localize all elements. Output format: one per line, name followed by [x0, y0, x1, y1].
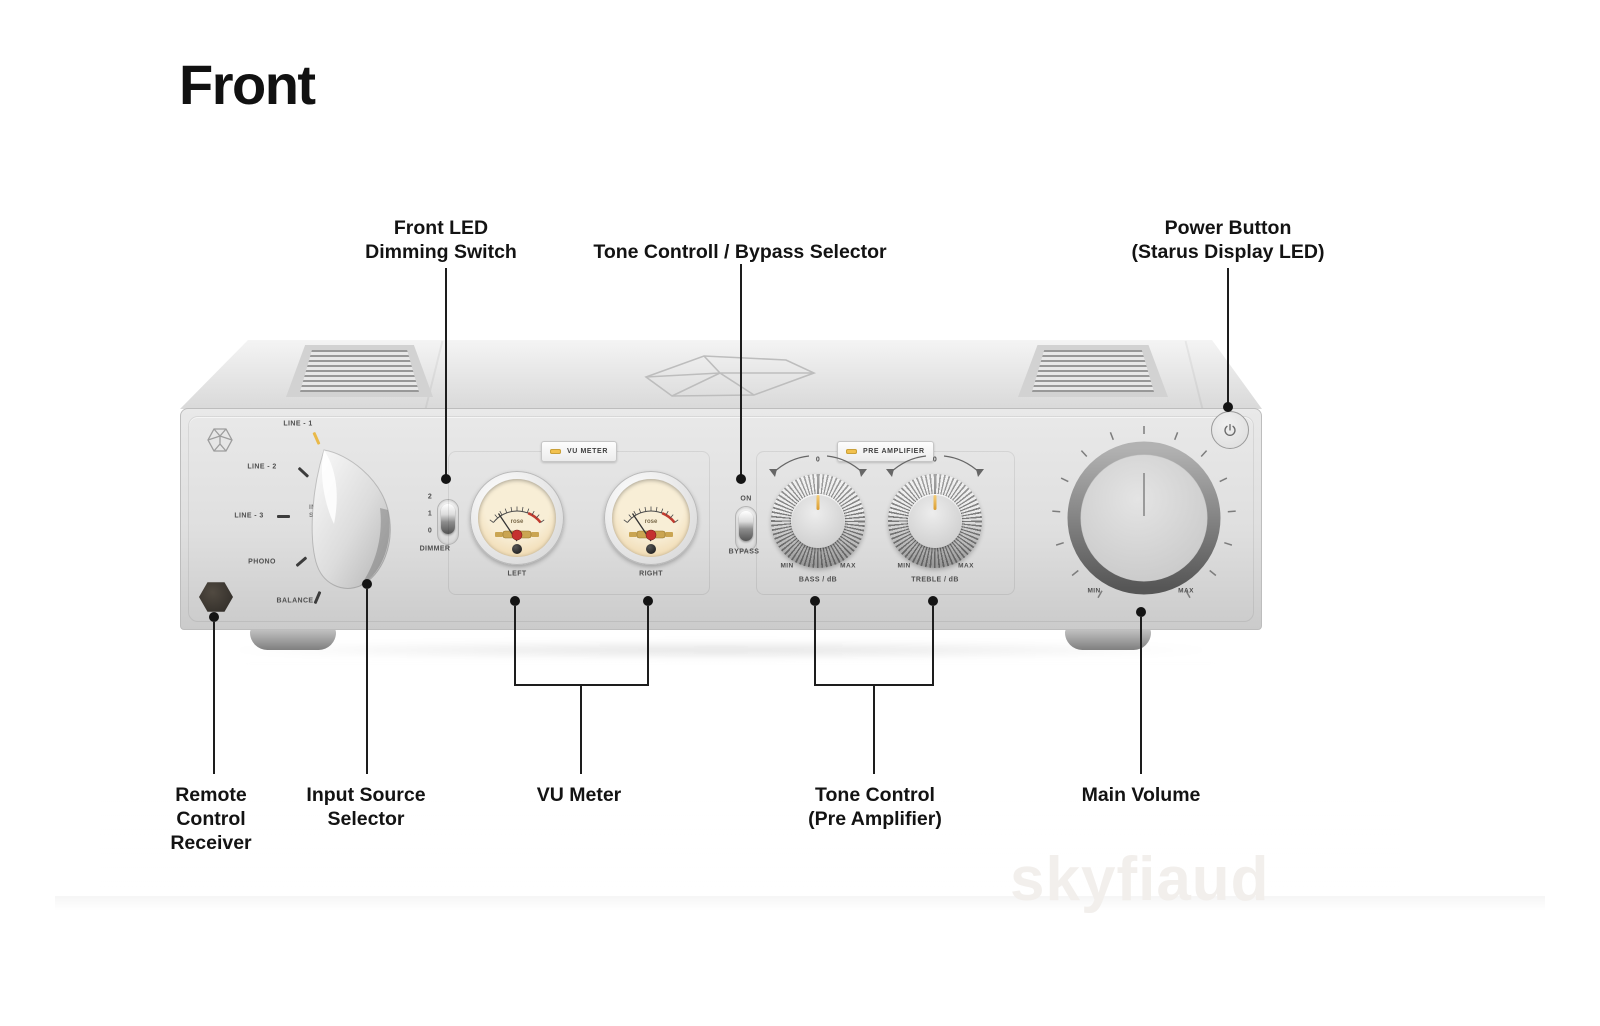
treble-knob-core [908, 494, 962, 548]
amp-foot-right [1065, 626, 1151, 650]
power-button[interactable] [1211, 411, 1249, 449]
callout-power-label: Power Button (Starus Display LED) [1131, 217, 1325, 263]
dimmer-switch-knob [441, 504, 455, 534]
vent-slats [300, 350, 419, 392]
reflection-fade [100, 650, 1400, 920]
bypass-switch[interactable] [735, 506, 757, 552]
vu-meter-left: rose [470, 471, 564, 565]
amplifier: LINE - 1 LINE - 2 LINE - 3 PHONO BALANCE… [180, 340, 1262, 670]
selector-pos-line1: LINE - 1 [283, 420, 313, 428]
amp-top-surface [180, 340, 1262, 409]
callout-dimming-label: Front LED Dimming Switch [365, 217, 517, 263]
preamp-led-icon [846, 449, 857, 454]
input-selector-knob[interactable] [276, 444, 426, 604]
meter-brand-text: rose [511, 519, 524, 525]
selector-tick [277, 515, 290, 518]
volume-max-label: MAX [1178, 587, 1194, 595]
selector-pos-phono: PHONO [248, 558, 276, 566]
selector-pos-line2: LINE - 2 [247, 463, 277, 471]
page-title: Front [179, 53, 316, 116]
selector-pos-line3: LINE - 3 [234, 512, 264, 520]
power-icon [1224, 424, 1236, 436]
meter-screw [646, 544, 656, 554]
dimmer-step-1: 1 [427, 510, 433, 518]
vent-grille-left [286, 345, 433, 397]
panel-groove [188, 416, 1254, 622]
top-seam-right [1184, 340, 1204, 409]
vu-right-label: RIGHT [639, 570, 663, 578]
vu-led-icon [550, 449, 561, 454]
vu-meter-right: rose [604, 471, 698, 565]
brand-logo-icon [207, 428, 233, 452]
bass-knob[interactable] [771, 474, 865, 568]
treble-label: TREBLE / dB [911, 576, 959, 584]
bypass-label: BYPASS [728, 548, 760, 556]
top-seam-left [424, 340, 444, 409]
main-volume-knob[interactable]: MIN MAX [1049, 423, 1239, 613]
treble-zero-label: 0 [932, 456, 938, 464]
meter-brand-text: rose [645, 519, 658, 525]
treble-max-label: MAX [958, 562, 974, 570]
treble-min-label: MIN [897, 562, 911, 570]
bass-rotation-arrows-icon [769, 455, 867, 477]
watermark: skyfiaud [1010, 845, 1270, 914]
front-panel: LINE - 1 LINE - 2 LINE - 3 PHONO BALANCE… [180, 408, 1262, 630]
dimmer-label: DIMMER [419, 545, 451, 553]
vu-meter-badge: VU METER [541, 441, 617, 462]
vent-grille-right [1018, 345, 1168, 397]
amp-floor-shadow [210, 642, 1232, 658]
bass-knob-pointer [816, 495, 820, 510]
selector-pos-balance: BALANCE [276, 597, 314, 605]
meter-screw [512, 544, 522, 554]
bass-label: BASS / dB [798, 576, 838, 584]
dimmer-switch[interactable] [437, 499, 459, 545]
top-brand-emblem [644, 355, 817, 397]
bass-zero-label: 0 [815, 456, 821, 464]
dimmer-step-0: 0 [427, 527, 433, 535]
bass-max-label: MAX [840, 562, 856, 570]
callout-tone-bypass-label: Tone Controll / Bypass Selector [593, 241, 887, 263]
volume-min-label: MIN [1087, 587, 1101, 595]
platform-edge [55, 896, 1545, 911]
treble-knob[interactable] [888, 474, 982, 568]
treble-knob-pointer [933, 495, 937, 510]
bass-min-label: MIN [780, 562, 794, 570]
vu-badge-label: VU METER [567, 448, 608, 455]
treble-rotation-arrows-icon [886, 455, 984, 477]
bypass-switch-knob [739, 511, 753, 541]
amp-foot-left [250, 626, 336, 650]
preamp-badge: PRE AMPLIFIER [837, 441, 934, 462]
preamp-badge-label: PRE AMPLIFIER [863, 448, 925, 455]
bypass-on-label: ON [740, 495, 752, 503]
vu-left-label: LEFT [507, 570, 527, 578]
vent-slats [1032, 350, 1154, 392]
dimmer-step-2: 2 [427, 493, 433, 501]
bass-knob-core [791, 494, 845, 548]
